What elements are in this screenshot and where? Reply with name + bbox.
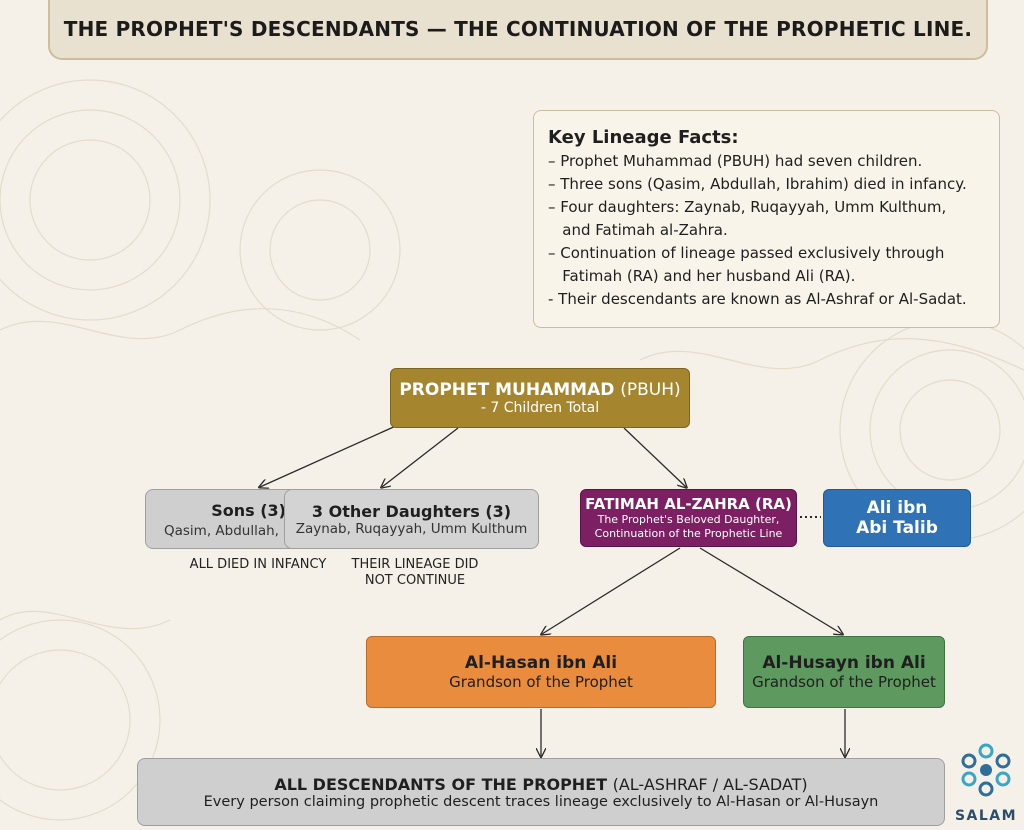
root-honorific: (PBUH) bbox=[620, 380, 681, 400]
facts-heading: Key Lineage Facts: bbox=[548, 127, 739, 148]
sons-title: Sons (3) bbox=[211, 500, 286, 520]
daughters-names: Zaynab, Ruqayyah, Umm Kulthum bbox=[295, 520, 528, 537]
logo-text: SALAM bbox=[954, 808, 1018, 824]
hasan-title: Al-Hasan ibn Ali bbox=[464, 653, 618, 673]
node-other-daughters: 3 Other Daughters (3) Zaynab, Ruqayyah, … bbox=[284, 489, 539, 549]
all-title: ALL DESCENDANTS OF THE PROPHET bbox=[274, 774, 608, 794]
page-title: THE PROPHET'S DESCENDANTS — THE CONTINUA… bbox=[63, 17, 973, 41]
fatimah-sub1: The Prophet's Beloved Daughter, bbox=[597, 513, 780, 526]
node-al-hasan: Al-Hasan ibn Ali Grandson of the Prophet bbox=[366, 636, 716, 708]
root-name: PROPHET MUHAMMAD bbox=[399, 380, 615, 400]
daughters-note: THEIR LINEAGE DID NOT CONTINUE bbox=[340, 557, 490, 589]
node-sons: Sons (3) Qasim, Abdullah, bbox=[145, 489, 305, 549]
fatimah-title: FATIMAH AL-ZAHRA (RA) bbox=[585, 495, 792, 513]
fact-line: Fatimah (RA) and her husband Ali (RA). bbox=[548, 267, 856, 285]
sons-names: Qasim, Abdullah, bbox=[164, 523, 279, 539]
node-al-husayn: Al-Husayn ibn Ali Grandson of the Prophe… bbox=[743, 636, 945, 708]
ali-line2: Abi Talib bbox=[856, 518, 938, 538]
fact-line: – Three sons (Qasim, Abdullah, Ibrahim) … bbox=[548, 175, 967, 193]
fact-line: – Four daughters: Zaynab, Ruqayyah, Umm … bbox=[548, 198, 947, 216]
fact-line: and Fatimah al-Zahra. bbox=[548, 221, 728, 239]
salam-logo-icon bbox=[961, 743, 1011, 797]
daughters-note-line1: THEIR LINEAGE DID bbox=[351, 557, 479, 572]
sons-note: ALL DIED IN INFANCY bbox=[189, 557, 327, 572]
daughters-note-line2: NOT CONTINUE bbox=[364, 573, 466, 588]
edge-root-daughters bbox=[382, 427, 459, 487]
fatimah-sub2: Continuation of the Prophetic Line bbox=[594, 527, 783, 540]
key-facts-panel: Key Lineage Facts: – Prophet Muhammad (P… bbox=[533, 110, 1000, 328]
edge-root-fatimah bbox=[623, 427, 686, 487]
node-prophet-muhammad: PROPHET MUHAMMAD (PBUH) - 7 Children Tot… bbox=[390, 368, 690, 428]
ali-line1: Ali ibn bbox=[866, 498, 928, 518]
daughters-title: 3 Other Daughters (3) bbox=[311, 501, 512, 521]
all-paren: (AL-ASHRAF / AL-SADAT) bbox=[612, 774, 808, 794]
edge-root-sons bbox=[260, 424, 399, 487]
fact-line: – Continuation of lineage passed exclusi… bbox=[548, 244, 945, 262]
edge-fatimah-husayn bbox=[699, 547, 842, 634]
node-fatimah: FATIMAH AL-ZAHRA (RA) The Prophet's Belo… bbox=[580, 489, 797, 547]
title-banner: THE PROPHET'S DESCENDANTS — THE CONTINUA… bbox=[48, 0, 988, 60]
husayn-sub: Grandson of the Prophet bbox=[752, 673, 936, 691]
fact-line: – Prophet Muhammad (PBUH) had seven chil… bbox=[548, 152, 923, 170]
husayn-title: Al-Husayn ibn Ali bbox=[762, 653, 926, 673]
salam-logo: SALAM bbox=[948, 738, 1024, 830]
all-sub: Every person claiming prophetic descent … bbox=[203, 793, 879, 810]
edge-fatimah-hasan bbox=[542, 547, 681, 634]
node-ali: Ali ibn Abi Talib bbox=[823, 489, 971, 547]
fact-line: - Their descendants are known as Al-Ashr… bbox=[548, 290, 967, 308]
node-all-descendants: ALL DESCENDANTS OF THE PROPHET (AL-ASHRA… bbox=[137, 758, 945, 826]
hasan-sub: Grandson of the Prophet bbox=[449, 673, 633, 691]
root-subtitle: - 7 Children Total bbox=[480, 400, 600, 416]
